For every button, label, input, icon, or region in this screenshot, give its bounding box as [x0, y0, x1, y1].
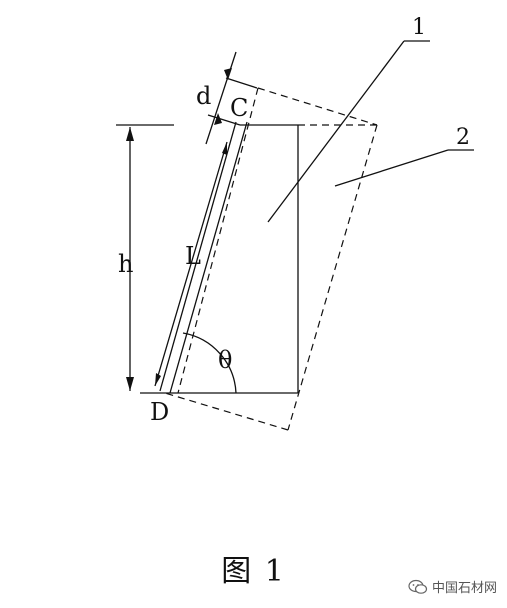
watermark-text: 中国石材网 [431, 581, 497, 596]
thickness-dimension-line-2 [225, 77, 258, 89]
wechat-icon [408, 579, 428, 594]
watermark: 中国石材网 [408, 577, 497, 596]
height-arrow-bottom [126, 377, 134, 391]
thickness-dimension-line [205, 51, 237, 145]
height-label: h [118, 250, 133, 278]
part-1-label: 1 [412, 15, 426, 40]
deformed-right-edge [287, 124, 378, 431]
leader-line-1 [267, 40, 405, 223]
length-arrow-top [222, 142, 227, 155]
length-dimension-line [154, 141, 228, 387]
length-arrow-bottom [155, 373, 161, 386]
bar-right-edge [169, 121, 248, 394]
angle-label: θ [218, 346, 232, 374]
thickness-arrow-top [224, 68, 232, 80]
figure-caption: 图 1 [221, 554, 286, 589]
thickness-label: d [196, 82, 211, 110]
thickness-dimension-line-3 [207, 114, 241, 126]
point-c-label: C [230, 94, 248, 122]
height-arrow-top [126, 127, 134, 141]
thickness-arrow-bottom [214, 113, 222, 125]
part-2-label: 2 [456, 125, 470, 150]
leader-line-2 [334, 149, 449, 187]
length-label: L [185, 242, 201, 270]
deformed-top-edge [257, 87, 378, 126]
point-d-label: D [150, 398, 169, 426]
deformed-left-edge [177, 87, 259, 394]
bar-left-edge [159, 121, 237, 392]
deformed-bottom-edge [164, 392, 289, 431]
